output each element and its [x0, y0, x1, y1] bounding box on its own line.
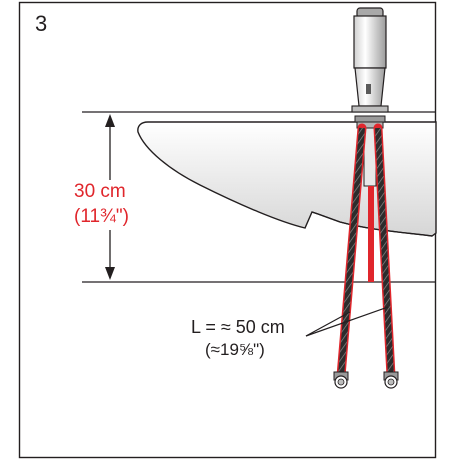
- leader-line-left-hose: [305, 311, 351, 337]
- height-dimension-arrow: [105, 114, 115, 280]
- supply-hoses: [336, 123, 396, 381]
- washbasin: [137, 121, 437, 237]
- red-shank-indicator: [368, 186, 374, 282]
- hose-connector-left: [333, 371, 349, 389]
- step-number: 3: [35, 11, 48, 36]
- height-label-imperial: (11¾"): [74, 206, 129, 227]
- leader-line-right-hose: [305, 306, 389, 337]
- height-label-metric: 30 cm: [74, 181, 126, 202]
- faucet: [351, 7, 389, 187]
- hose-connector-right: [383, 371, 399, 389]
- hose-length-label-imperial: (≈19⅝"): [205, 340, 265, 359]
- hose-length-label-metric: L = ≈ 50 cm: [191, 317, 285, 337]
